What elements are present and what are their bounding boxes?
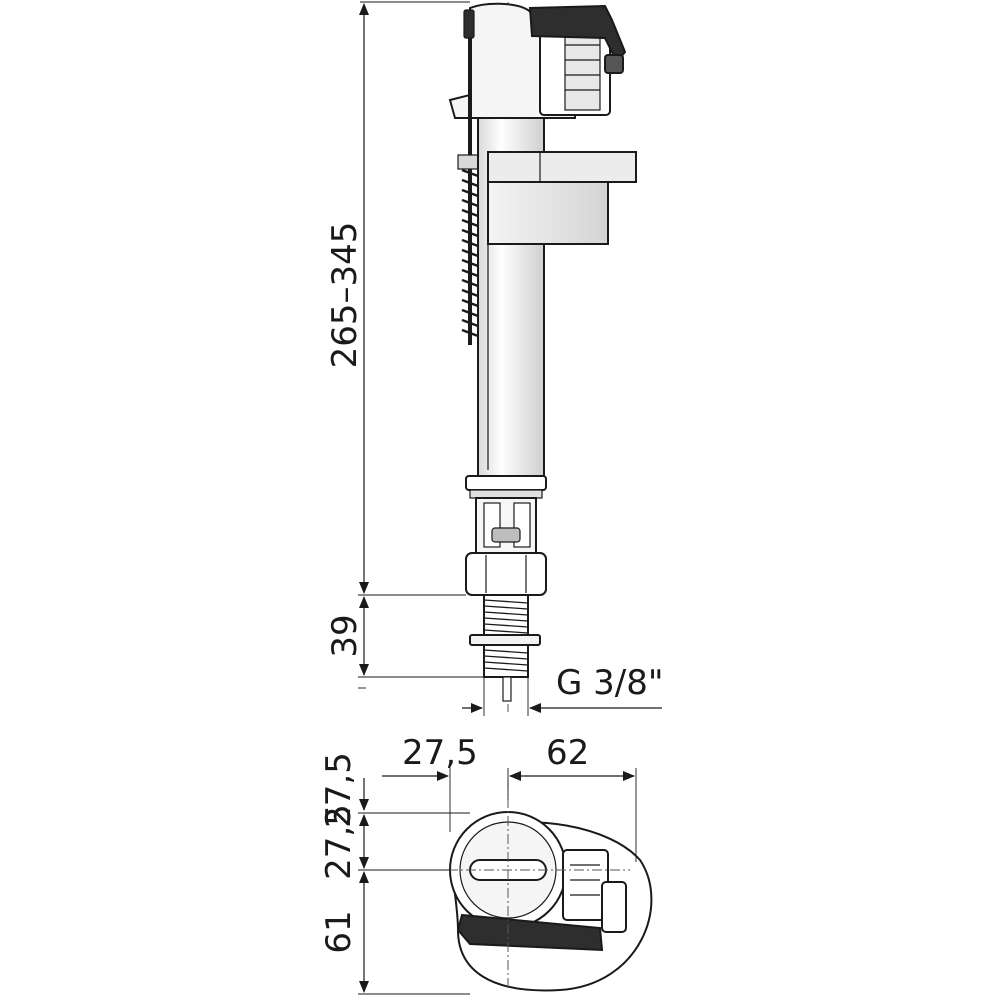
top-housing	[562, 849, 627, 933]
float-box	[487, 151, 637, 245]
thread-label: G 3/8"	[556, 663, 664, 703]
dimension-float-offset: 62	[509, 733, 637, 862]
dimension-total-height: 265–345	[325, 1, 470, 594]
bottom-depth-label: 61	[319, 910, 359, 953]
dimension-top-offset-y: 27,5	[319, 752, 369, 828]
top-lever	[456, 913, 604, 952]
dimension-offset-x: 27,5	[382, 733, 509, 832]
lower-collar	[465, 475, 547, 499]
valve-head	[448, 2, 611, 119]
float-offset-label: 62	[546, 733, 589, 773]
total-height-label: 265–345	[325, 222, 365, 369]
inlet-mechanism	[475, 497, 537, 554]
valve-cap	[528, 4, 627, 74]
dimension-connector-height: 39	[325, 594, 484, 689]
threaded-shank	[469, 594, 541, 702]
side-view: 265–345 39 G 3/8"	[325, 1, 664, 716]
offset-x-label: 27,5	[402, 733, 478, 773]
top-view: 27,5 62 27,5 27,5 61	[319, 733, 653, 995]
dimension-offset-y: 27,5	[319, 804, 470, 880]
offset-y-label: 27,5	[319, 804, 359, 880]
connector-height-label: 39	[325, 614, 365, 657]
hex-nut	[465, 552, 547, 596]
top-offset-y-label: 27,5	[319, 752, 359, 828]
dimension-thread: G 3/8"	[462, 663, 664, 716]
dimension-bottom-depth: 61	[319, 871, 470, 995]
